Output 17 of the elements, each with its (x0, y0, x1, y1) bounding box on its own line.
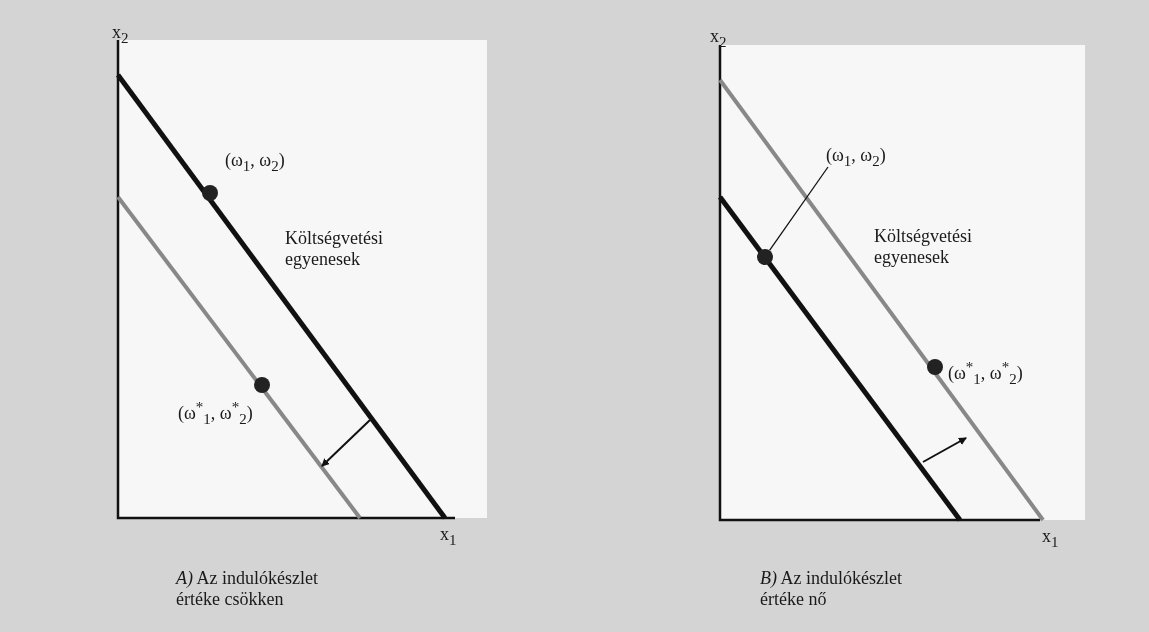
endowment-dot (202, 185, 218, 201)
annotation-text: Költségvetési egyenesek (874, 226, 973, 268)
axis-label: x$_{2}$ (710, 26, 727, 52)
endowment-dot (757, 249, 773, 265)
endowment-dot (927, 359, 943, 375)
leader-line (768, 166, 829, 252)
point-label: (ω$_{1}$, ω$_{2}$) (225, 150, 285, 176)
panel-caption: A) Az indulókészlet értéke csökken (176, 568, 319, 610)
endowment-dot (254, 377, 270, 393)
point-label: (ω$_{1}$, ω$_{2}$) (826, 145, 886, 172)
point-label: (ω$^{*}$$_{1}$, ω$^{*}$$_{2}$) (178, 398, 253, 429)
axis-label: x$_{2}$ (112, 22, 129, 48)
panel-caption: B) Az indulókészlet értéke nő (760, 568, 903, 610)
point-label: (ω$^{*}$$_{1}$, ω$^{*}$$_{2}$) (948, 358, 1023, 389)
annotation-text: Költségvetési egyenesek (285, 228, 384, 270)
axis-label: x$_{1}$ (1042, 526, 1059, 552)
axis-label: x$_{1}$ (440, 524, 457, 550)
